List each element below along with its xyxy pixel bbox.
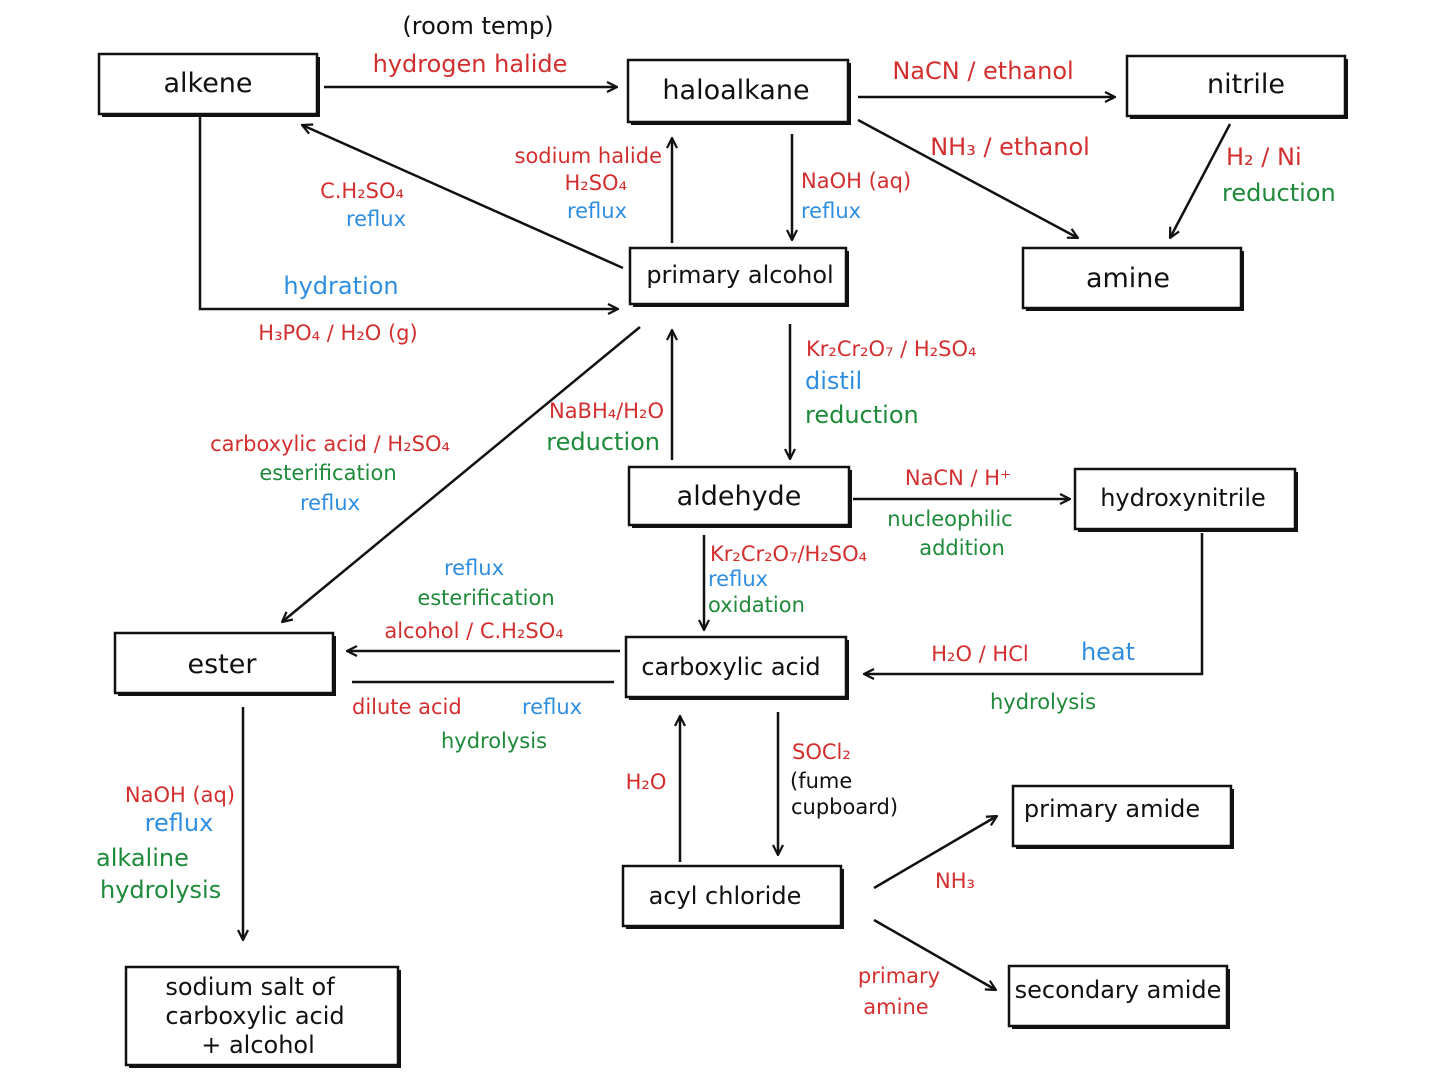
- label-reflux-esterification: reflux: [444, 556, 504, 580]
- label-naoh-aq-top: NaOH (aq): [801, 169, 911, 193]
- node-carboxylic-acid: carboxylic acid: [624, 635, 849, 700]
- label-reflux-dilute: reflux: [522, 695, 582, 719]
- label-room-temp: (room temp): [402, 12, 553, 40]
- label-heat: heat: [1081, 638, 1135, 666]
- label-oxidation: oxidation: [708, 593, 805, 617]
- label-fume: (fume: [790, 769, 852, 793]
- node-sodium-salt: sodium salt of carboxylic acid + alcohol: [124, 965, 401, 1068]
- label-reflux-naoh-top: reflux: [801, 199, 861, 223]
- node-sodium-salt-line1: sodium salt of: [165, 973, 335, 1001]
- label-cupboard: cupboard): [791, 795, 898, 819]
- label-dilute-acid: dilute acid: [352, 695, 462, 719]
- node-amine-label: amine: [1086, 263, 1170, 294]
- label-nacn-h: NaCN / H⁺: [905, 466, 1011, 490]
- label-hydrolysis-mid: hydrolysis: [441, 729, 547, 753]
- label-conc-h2so4: C.H₂SO₄: [320, 179, 404, 203]
- arrow-alkene-to-alcohol: [198, 117, 618, 309]
- node-hydroxynitrile: hydroxynitrile: [1073, 467, 1298, 532]
- label-distil: distil: [805, 367, 862, 395]
- node-acyl-chloride-label: acyl chloride: [649, 882, 802, 910]
- label-hydrolysis-alkaline: hydrolysis: [100, 876, 221, 904]
- node-primary-amide-label: primary amide: [1024, 795, 1200, 823]
- label-primary-amine-line1: primary: [858, 964, 940, 988]
- label-hydration: hydration: [283, 272, 398, 300]
- label-reflux-ester-left: reflux: [300, 491, 360, 515]
- node-primary-amide: primary amide: [1011, 784, 1234, 849]
- arrow-acyl-chloride-to-primary-amide: [873, 816, 997, 890]
- label-nacn-ethanol: NaCN / ethanol: [892, 57, 1073, 85]
- label-kr2cr2o7-reflux: Kr₂Cr₂O₇/H₂SO₄: [710, 542, 867, 566]
- arrow-alcohol-to-ester: [282, 326, 641, 622]
- node-secondary-amide: secondary amide: [1007, 964, 1230, 1029]
- label-nh3-amide: NH₃: [935, 869, 975, 893]
- node-ester: ester: [113, 631, 336, 696]
- node-sodium-salt-line3: + alcohol: [201, 1031, 315, 1059]
- arrow-acyl-chloride-to-secondary-amide: [873, 918, 996, 990]
- node-nitrile: nitrile: [1125, 54, 1348, 119]
- node-haloalkane: haloalkane: [626, 58, 851, 125]
- node-sodium-salt-line2: carboxylic acid: [165, 1002, 344, 1030]
- label-socl2: SOCl₂: [792, 740, 851, 764]
- node-ester-label: ester: [188, 649, 258, 680]
- node-alkene-label: alkene: [163, 68, 252, 99]
- label-reduction-nabh4: reduction: [546, 428, 660, 456]
- node-carboxylic-acid-label: carboxylic acid: [641, 653, 820, 681]
- label-reduction-distil: reduction: [805, 401, 919, 429]
- node-haloalkane-label: haloalkane: [662, 75, 809, 106]
- label-reflux-alkaline: reflux: [145, 809, 214, 837]
- label-kr2cr2o7-distil: Kr₂Cr₂O₇ / H₂SO₄: [806, 337, 976, 361]
- label-h2so4-halide: H₂SO₄: [565, 171, 628, 195]
- label-reflux-oxidation: reflux: [708, 567, 768, 591]
- node-hydroxynitrile-label: hydroxynitrile: [1100, 484, 1266, 512]
- node-amine: amine: [1021, 246, 1244, 311]
- label-reflux-dehydration: reflux: [346, 207, 406, 231]
- label-nucleophilic: nucleophilic: [887, 507, 1012, 531]
- label-reflux-halide: reflux: [567, 199, 627, 223]
- node-nitrile-label: nitrile: [1207, 69, 1285, 100]
- label-esterification-mid: esterification: [417, 586, 554, 610]
- node-aldehyde: aldehyde: [627, 465, 852, 528]
- label-addition: addition: [919, 536, 1005, 560]
- label-h3po4-h2o: H₃PO₄ / H₂O (g): [258, 321, 417, 345]
- label-esterification-left: esterification: [259, 461, 396, 485]
- label-sodium-halide: sodium halide: [515, 144, 663, 168]
- arrow-haloalkane-to-amine: [857, 118, 1078, 238]
- label-nabh4-h2o: NaBH₄/H₂O: [549, 399, 664, 423]
- node-alkene: alkene: [97, 52, 320, 117]
- label-primary-amine-line2: amine: [863, 995, 928, 1019]
- label-nh3-ethanol: NH₃ / ethanol: [930, 133, 1090, 161]
- label-h2o-hcl: H₂O / HCl: [931, 642, 1028, 666]
- node-secondary-amide-label: secondary amide: [1015, 976, 1222, 1004]
- label-h2-ni: H₂ / Ni: [1226, 143, 1302, 171]
- label-alcohol-conc-h2so4: alcohol / C.H₂SO₄: [384, 619, 563, 643]
- label-naoh-aq-bottom: NaOH (aq): [125, 783, 235, 807]
- label-alkaline: alkaline: [96, 844, 189, 872]
- node-acyl-chloride: acyl chloride: [621, 864, 844, 929]
- label-reduction-nitrile: reduction: [1222, 179, 1336, 207]
- arrow-hydroxynitrile-to-carboxylic-acid: [864, 533, 1204, 674]
- label-carboxylic-acid-h2so4: carboxylic acid / H₂SO₄: [210, 432, 450, 456]
- label-hydrolysis-right: hydrolysis: [990, 690, 1096, 714]
- label-hydrogen-halide: hydrogen halide: [373, 50, 568, 78]
- node-aldehyde-label: aldehyde: [677, 481, 802, 512]
- node-primary-alcohol: primary alcohol: [628, 246, 849, 307]
- arrow-alcohol-to-alkene: [302, 125, 624, 270]
- arrow-nitrile-to-amine: [1170, 123, 1232, 238]
- label-h2o-acyl: H₂O: [626, 770, 667, 794]
- node-primary-alcohol-label: primary alcohol: [646, 261, 833, 289]
